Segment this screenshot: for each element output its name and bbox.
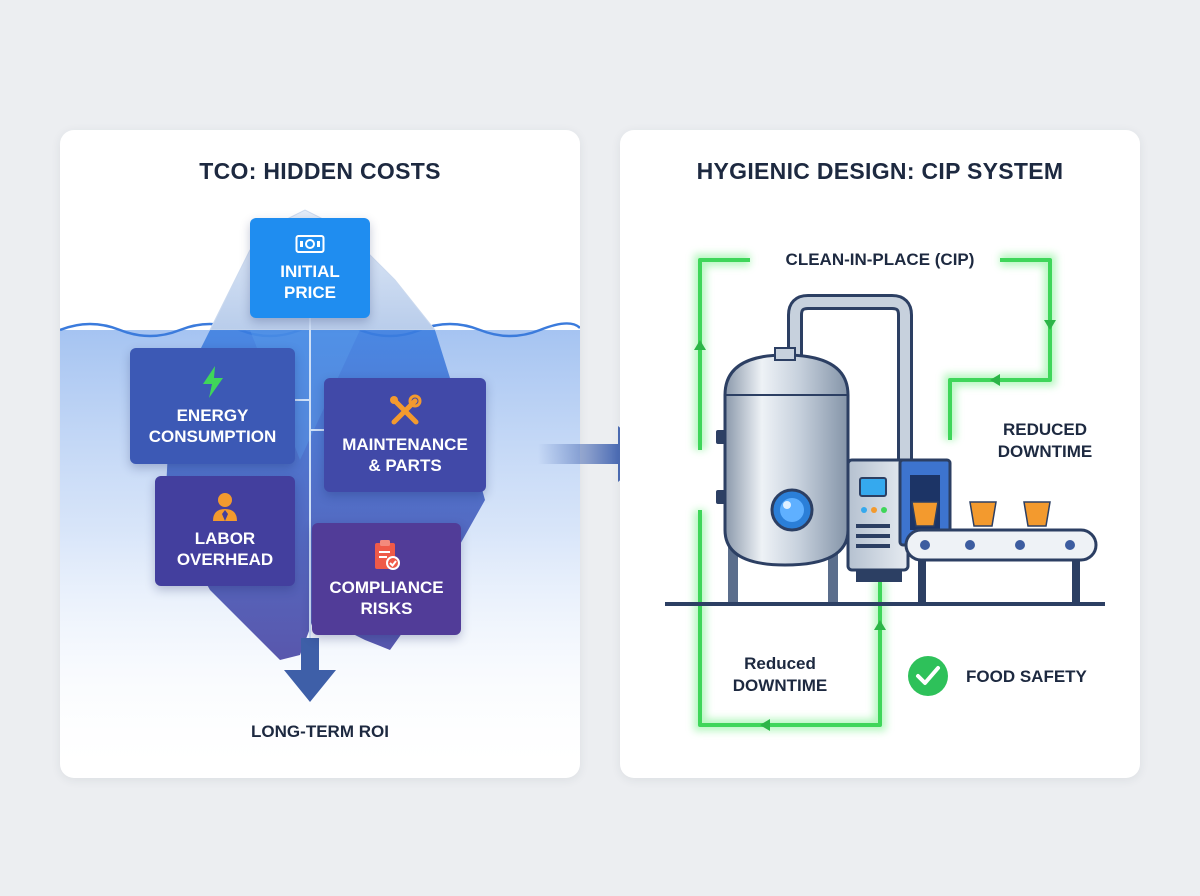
- money-icon: [295, 235, 325, 253]
- box-label-line1: MAINTENANCE: [342, 435, 468, 454]
- label-line1: REDUCED: [1002, 420, 1088, 439]
- compliance-risks-box: COMPLIANCE RISKS: [312, 523, 461, 635]
- cip-flow-loops: [694, 254, 1056, 731]
- label-line1: Reduced: [744, 654, 816, 673]
- clipboard-check-icon: [374, 540, 400, 570]
- box-label-line2: & PARTS: [368, 456, 442, 475]
- box-label-line2: PRICE: [284, 283, 336, 302]
- cip-panel: HYGIENIC DESIGN: CIP SYSTEM CLEAN-IN-PLA…: [620, 130, 1140, 778]
- control-panel: [846, 458, 910, 582]
- box-label-line1: INITIAL: [280, 262, 340, 281]
- reduced-downtime-label-left: Reduced DOWNTIME: [715, 653, 845, 697]
- box-label-line1: COMPLIANCE: [329, 578, 444, 597]
- roi-arrow: [284, 638, 336, 702]
- box-label-line2: CONSUMPTION: [148, 427, 277, 446]
- food-safety-label: FOOD SAFETY: [966, 667, 1087, 686]
- energy-consumption-box: ENERGY CONSUMPTION: [130, 348, 295, 464]
- box-label-line1: ENERGY: [176, 406, 249, 425]
- box-label-line2: RISKS: [360, 599, 413, 618]
- cip-illustration: [665, 254, 1105, 731]
- box-label-line1: LABOR: [194, 529, 256, 548]
- worker-icon: [213, 493, 237, 521]
- cip-label: CLEAN-IN-PLACE (CIP): [785, 250, 975, 269]
- lightning-icon: [202, 366, 223, 398]
- maintenance-parts-box: MAINTENANCE & PARTS: [324, 378, 486, 492]
- labor-overhead-box: LABOR OVERHEAD: [155, 476, 295, 586]
- label-line2: DOWNTIME: [732, 676, 828, 695]
- box-label-line2: OVERHEAD: [176, 550, 274, 569]
- tco-panel: TCO: HIDDEN COSTS INITIAL PRICE ENERGY C…: [60, 130, 580, 778]
- long-term-roi-label: LONG-TERM ROI: [251, 722, 389, 741]
- panel-title: TCO: HIDDEN COSTS: [199, 158, 441, 184]
- panel-title: HYGIENIC DESIGN: CIP SYSTEM: [696, 158, 1064, 184]
- conveyor-belt: [898, 458, 1098, 605]
- label-line2: DOWNTIME: [997, 442, 1093, 461]
- wrench-icon: [390, 394, 422, 425]
- reduced-downtime-label-right: REDUCED DOWNTIME: [975, 419, 1115, 463]
- check-circle-icon: [908, 656, 948, 696]
- stainless-steel-tank: [716, 347, 850, 605]
- initial-price-box: INITIAL PRICE: [250, 218, 370, 318]
